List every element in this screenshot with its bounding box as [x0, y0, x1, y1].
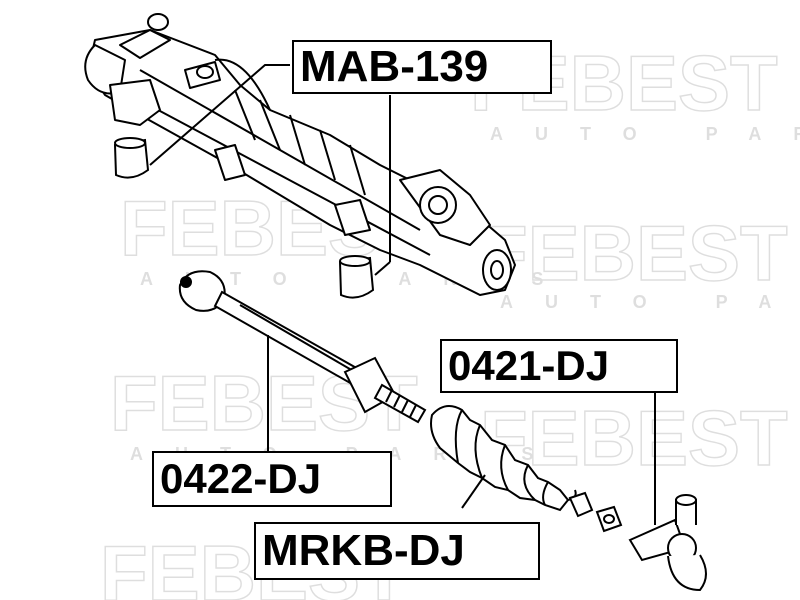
steering-boot-drawing — [430, 405, 577, 512]
inner-tie-rod-drawing — [178, 270, 427, 424]
part-label-0421-dj: 0421-DJ — [440, 339, 678, 393]
part-label-mrkb-dj: MRKB-DJ — [254, 522, 540, 580]
boot-clamp-drawing — [568, 491, 623, 533]
part-label-0422-dj: 0422-DJ — [152, 451, 392, 507]
steering-rack-drawing — [84, 13, 516, 296]
watermark-layer: FEBEST AUTO PARTS FEBEST AUTO PARTS FEBE… — [99, 38, 800, 600]
outer-tie-rod-end-drawing — [628, 494, 707, 592]
rack-bushing-right — [338, 255, 375, 299]
part-label-mab-139: MAB-139 — [292, 40, 552, 94]
leader-lines — [149, 64, 656, 525]
watermark-tagline: AUTO PARTS — [490, 124, 800, 144]
watermark-brand: FEBEST — [480, 209, 788, 297]
watermark-tagline: AUTO PARTS — [500, 292, 800, 312]
rack-bushing-left — [113, 137, 150, 179]
